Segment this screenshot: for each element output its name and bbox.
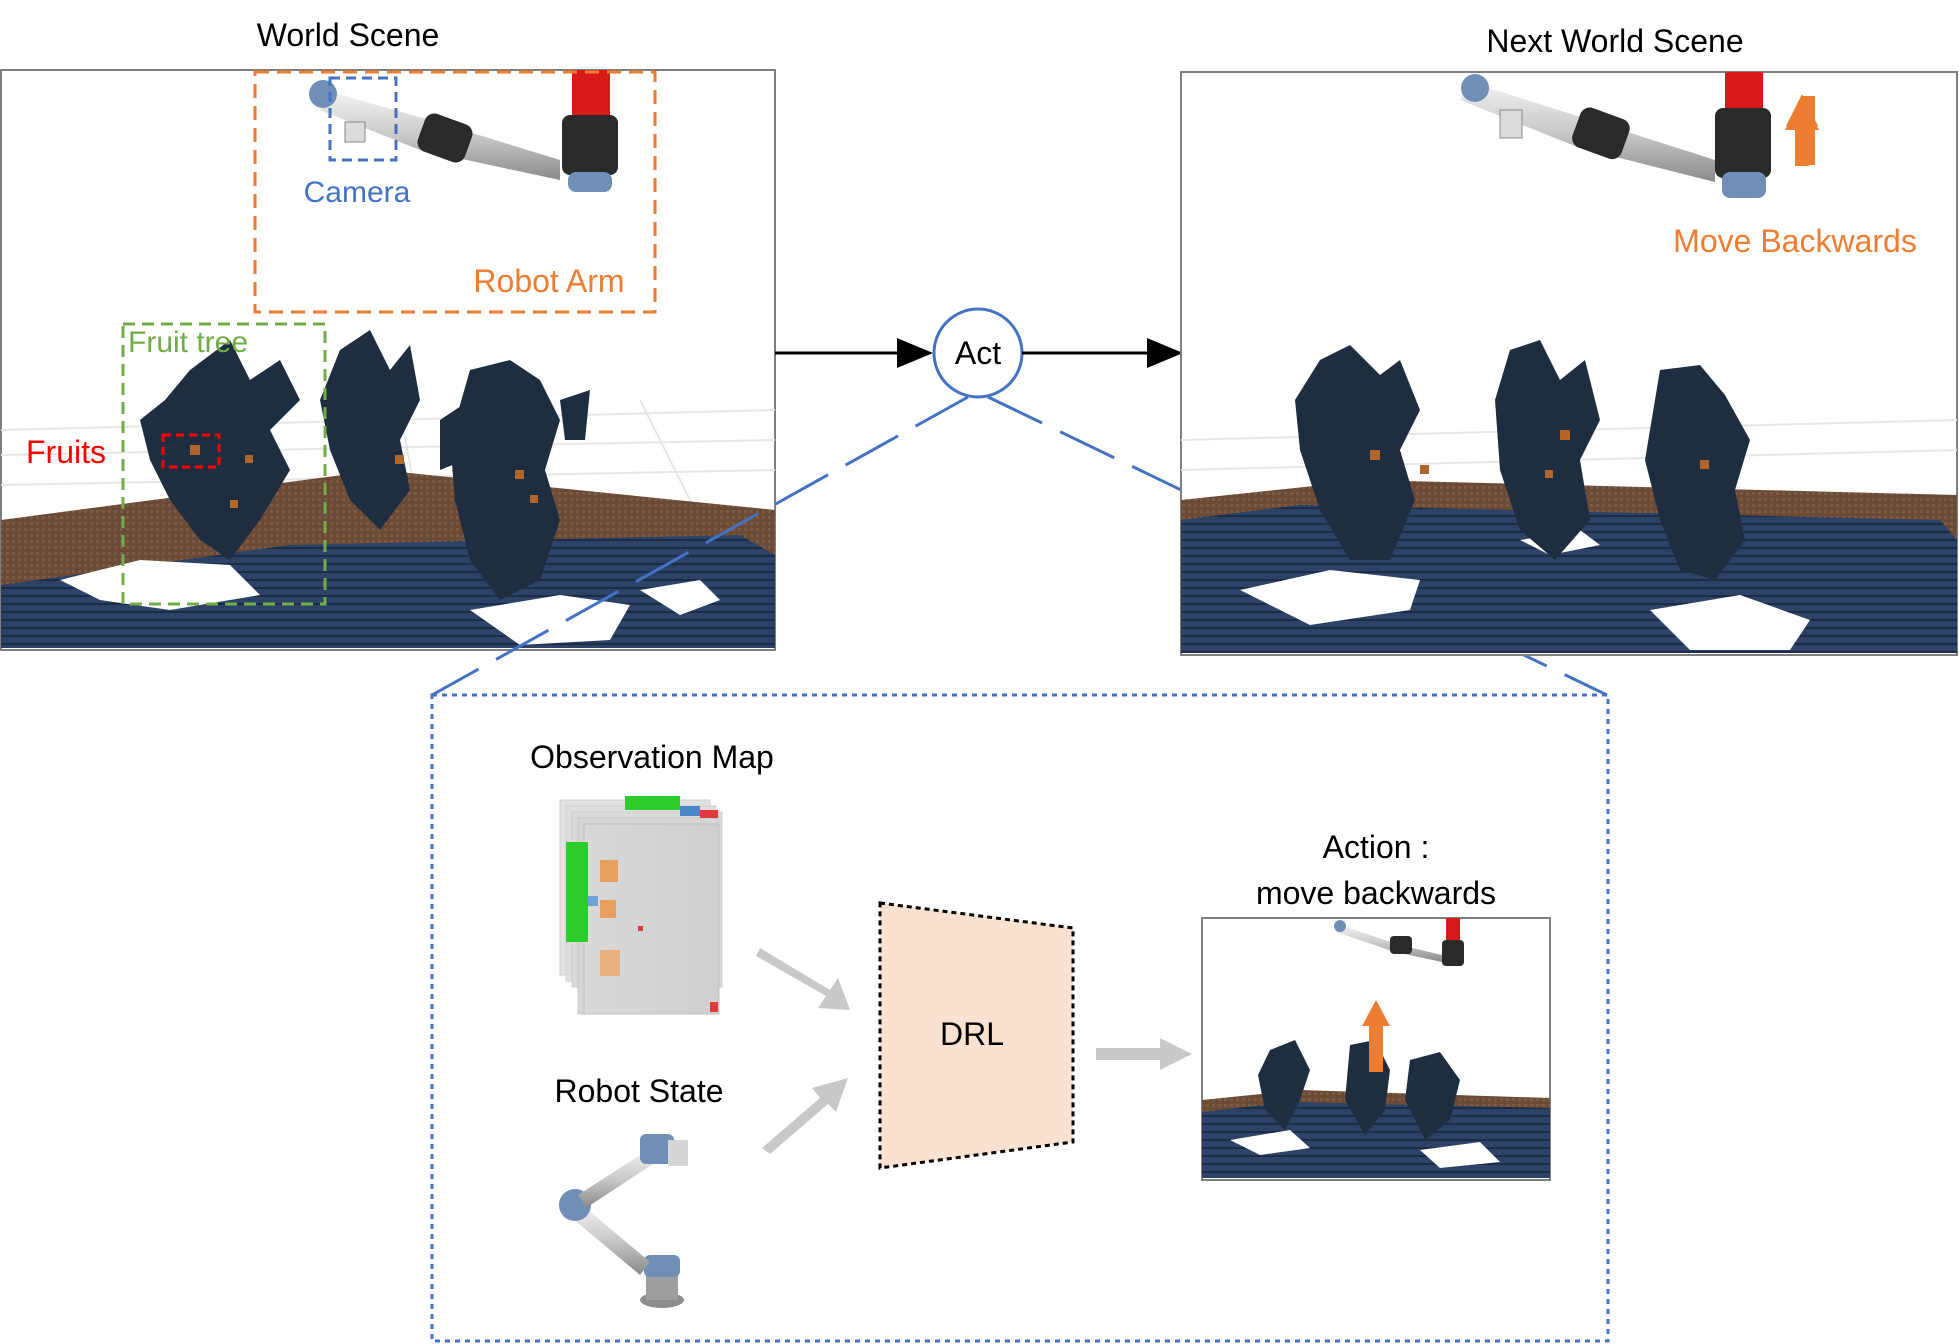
world-scene-fruit-dots	[190, 445, 538, 508]
state-to-drl-arrow-icon	[762, 1078, 848, 1154]
act-node-label: Act	[955, 335, 1001, 371]
move-backwards-label: Move Backwards	[1673, 223, 1917, 259]
camera-label: Camera	[304, 176, 411, 209]
next-world-scene-plants	[1295, 340, 1750, 580]
obs-to-drl-arrow-icon	[756, 948, 850, 1010]
robot-arm-label: Robot Arm	[473, 263, 624, 299]
fruit-tree-label: Fruit tree	[128, 326, 248, 359]
world-scene-title: World Scene	[257, 17, 440, 53]
world-scene-plants	[140, 330, 590, 600]
robot-state-title: Robot State	[555, 1073, 724, 1109]
zoom-line-left	[431, 395, 969, 697]
next-world-scene-title: Next World Scene	[1486, 23, 1743, 59]
world-scene-robot-arm	[309, 70, 618, 192]
next-world-scene-robot-arm	[1460, 72, 1771, 198]
action-up-arrow-icon	[1362, 1000, 1390, 1026]
action-title-line2: move backwards	[1256, 875, 1496, 911]
move-backwards-arrow-head-icon	[1786, 94, 1818, 126]
drl-label: DRL	[940, 1016, 1004, 1052]
move-backwards-arrow-shaft	[1795, 124, 1809, 166]
camera-highlight-box	[328, 76, 398, 162]
fruit-tree-highlight-box	[121, 322, 327, 606]
action-scene-thumbnail	[1201, 917, 1551, 1181]
action-title-line1: Action :	[1323, 829, 1430, 865]
world-scene-panel: World Scene	[0, 17, 776, 651]
fruits-label: Fruits	[26, 434, 106, 470]
drl-block	[878, 901, 1075, 1170]
next-world-scene-fruit-dots	[1370, 430, 1709, 478]
robot-arm-highlight-box	[253, 70, 657, 314]
next-world-scene-ground-holes	[1240, 530, 1810, 650]
drl-to-action-arrow-icon	[1096, 1038, 1192, 1070]
next-world-scene-panel: Next World Scene	[1180, 23, 1958, 656]
fruits-highlight-box	[161, 433, 221, 469]
observation-map-stack	[559, 796, 723, 1015]
detail-panel-frame	[430, 693, 1610, 1343]
robot-state-arm-icon	[559, 1134, 688, 1308]
observation-map-title: Observation Map	[530, 739, 774, 775]
